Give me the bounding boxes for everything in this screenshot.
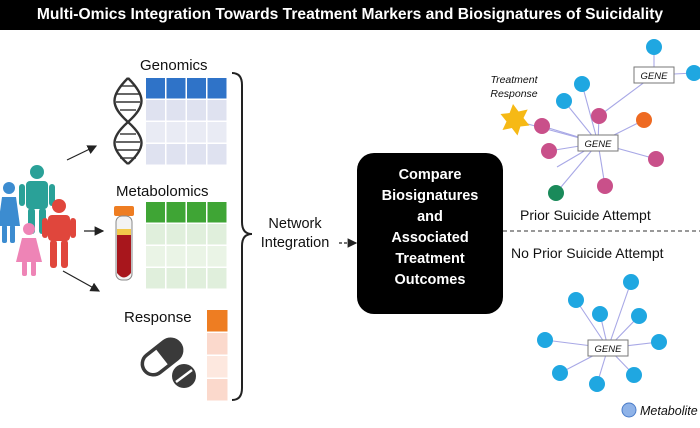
- grid-cell: [146, 100, 165, 121]
- pink-node: [591, 108, 607, 124]
- metabolite-node: [589, 376, 605, 392]
- legend-metabolite-label: Metabolite: [640, 404, 698, 418]
- metabolite-node: [623, 274, 639, 290]
- arrow-to-genomics: [66, 145, 98, 161]
- grid-cell: [207, 78, 227, 99]
- grid-cell: [207, 224, 227, 245]
- grid-cell: [207, 356, 228, 378]
- pink-node: [648, 151, 664, 167]
- compare-box: [357, 153, 503, 314]
- treatment-response-star-icon: [500, 104, 530, 136]
- metabolomics-label: Metabolomics: [116, 183, 209, 200]
- metabolite-node: [626, 367, 642, 383]
- gene-label: GENE: [585, 139, 613, 150]
- grid-cell: [187, 78, 206, 99]
- grid-cell: [166, 224, 186, 245]
- compare-line-5: Treatment: [395, 251, 464, 267]
- grid-cell: [166, 100, 186, 121]
- grid-cell: [166, 144, 186, 165]
- metabolite-node: [631, 308, 647, 324]
- blood-tube-icon: [114, 206, 134, 281]
- grid-cell: [207, 122, 227, 143]
- metabolite-node: [592, 306, 608, 322]
- pink-node: [541, 143, 557, 159]
- genomics-label: Genomics: [140, 57, 208, 74]
- metabolite-node: [552, 365, 568, 381]
- gene-label: GENE: [595, 344, 623, 355]
- genomics-grid: [146, 78, 227, 165]
- grid-cell: [207, 268, 227, 289]
- grid-cell: [187, 122, 206, 143]
- grid-cell: [187, 202, 206, 223]
- gene-box: [577, 134, 619, 152]
- grid-cell: [146, 144, 165, 165]
- metabolite-node: [646, 39, 662, 55]
- green-node: [548, 185, 564, 201]
- grid-cell: [207, 100, 227, 121]
- curly-brace: [231, 72, 253, 401]
- metabolite-node: [537, 332, 553, 348]
- grid-cell: [207, 333, 228, 355]
- metabolite-node: [686, 65, 700, 81]
- gene-box: [633, 66, 675, 84]
- network-integration-line2: Integration: [261, 235, 330, 251]
- grid-cell: [146, 78, 165, 99]
- pink-node: [534, 118, 550, 134]
- grid-cell: [166, 268, 186, 289]
- dna-icon: [113, 77, 143, 165]
- compare-line-1: Compare: [399, 167, 462, 183]
- arrow-to-response: [62, 270, 101, 292]
- gene-label: GENE: [641, 71, 669, 82]
- metabolite-node: [556, 93, 572, 109]
- no-prior-attempt-network: GENE: [537, 274, 667, 392]
- grid-cell: [207, 310, 228, 332]
- legend-metabolite-icon: [621, 402, 637, 418]
- response-column: [207, 310, 228, 401]
- grid-cell: [166, 202, 186, 223]
- grid-cell: [207, 379, 228, 401]
- grid-cell: [187, 224, 206, 245]
- grid-cell: [146, 268, 165, 289]
- grid-cell: [166, 246, 186, 267]
- prior-attempt-label: Prior Suicide Attempt: [520, 207, 651, 223]
- metabolite-node: [574, 76, 590, 92]
- grid-cell: [166, 78, 186, 99]
- compare-line-2: Biosignatures: [382, 188, 479, 204]
- grid-cell: [187, 100, 206, 121]
- grid-cell: [146, 202, 165, 223]
- grid-cell: [146, 246, 165, 267]
- pink-node: [597, 178, 613, 194]
- grid-cell: [166, 122, 186, 143]
- grid-cell: [187, 246, 206, 267]
- compare-line-3: and: [417, 209, 443, 225]
- pills-icon: [140, 337, 196, 388]
- title-bar: Multi-Omics Integration Towards Treatmen…: [0, 0, 700, 30]
- metabolomics-grid: [146, 202, 227, 289]
- prior-attempt-network: Treatment Response GENE GENE: [490, 39, 700, 201]
- orange-node: [636, 112, 652, 128]
- response-label: Response: [124, 309, 192, 326]
- metabolite-node: [568, 292, 584, 308]
- grid-cell: [146, 224, 165, 245]
- no-prior-attempt-label: No Prior Suicide Attempt: [511, 245, 664, 261]
- treatment-response-label-2: Response: [490, 88, 537, 100]
- network-integration-line1: Network: [268, 216, 322, 232]
- grid-cell: [146, 122, 165, 143]
- compare-line-6: Outcomes: [395, 272, 466, 288]
- metabolite-node: [651, 334, 667, 350]
- page-title: Multi-Omics Integration Towards Treatmen…: [36, 6, 664, 23]
- grid-cell: [187, 144, 206, 165]
- treatment-response-label-1: Treatment: [490, 74, 538, 86]
- grid-cell: [207, 202, 227, 223]
- grid-cell: [187, 268, 206, 289]
- people-icon: [0, 165, 76, 276]
- compare-line-4: Associated: [391, 230, 468, 246]
- grid-cell: [207, 246, 227, 267]
- grid-cell: [207, 144, 227, 165]
- gene-box: [587, 339, 629, 357]
